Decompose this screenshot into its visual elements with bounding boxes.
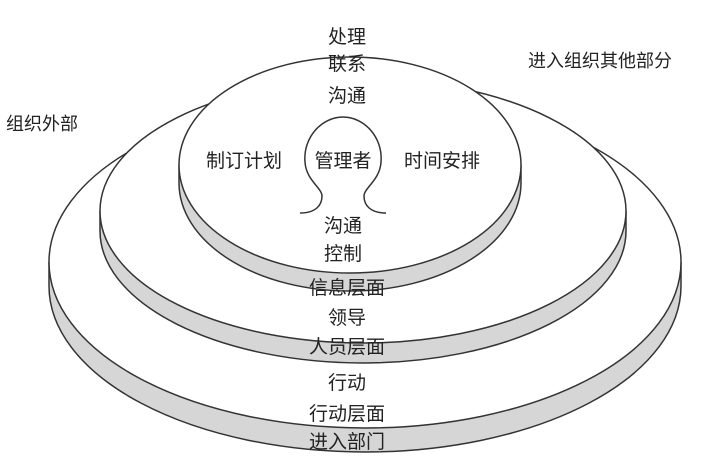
label-outside-left: 组织外部 — [6, 114, 78, 135]
label-inner-right: 时间安排 — [404, 150, 480, 172]
label-inner-left: 制订计划 — [206, 150, 282, 172]
label-center-manager: 管理者 — [314, 150, 371, 172]
label-outer-top: 处理 — [328, 26, 366, 48]
label-inner-top: 沟通 — [328, 85, 366, 107]
outer-ellipse-rim — [48, 262, 682, 453]
label-middle-top: 联系 — [328, 53, 366, 75]
inner-ellipse — [178, 56, 522, 274]
label-action-layer: 行动层面 — [309, 403, 385, 425]
label-middle-bottom: 领导 — [328, 307, 366, 329]
label-outer-bottom: 行动 — [328, 372, 366, 394]
label-outer-exit: 进入部门 — [309, 431, 385, 453]
inner-ellipse-shadow — [179, 165, 521, 291]
manager-head-outline-icon — [299, 116, 387, 214]
middle-ellipse-rim — [99, 211, 627, 364]
label-people-layer: 人员层面 — [309, 336, 385, 358]
label-outside-right: 进入组织其他部分 — [528, 51, 672, 72]
label-inner-bottom: 沟通 — [324, 215, 362, 237]
inner-ellipse-rim — [178, 165, 522, 292]
label-information-layer: 信息层面 — [309, 277, 385, 299]
label-inner-base: 控制 — [324, 243, 362, 265]
